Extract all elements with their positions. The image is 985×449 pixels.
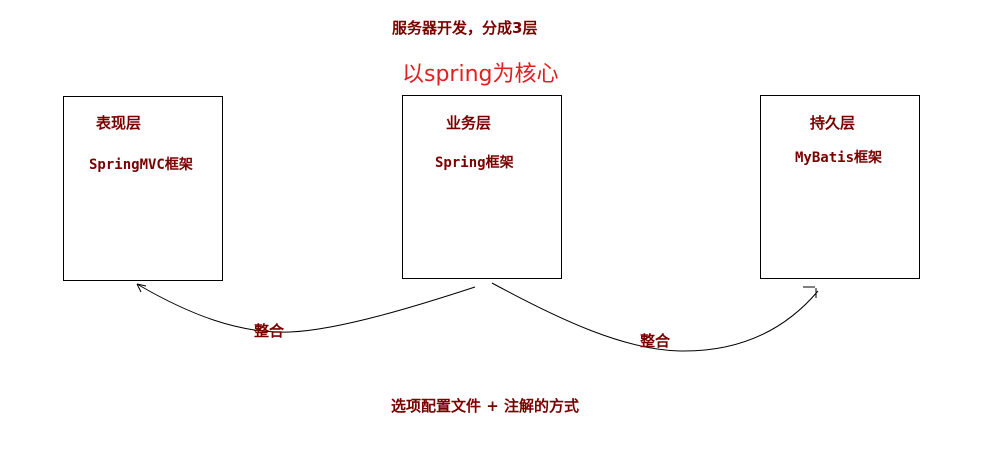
presentation-layer-name: 表现层 (96, 114, 142, 132)
business-layer-box (402, 95, 562, 279)
diagram-title: 服务器开发，分成3层 (392, 19, 538, 37)
integration-arrowhead-right (803, 286, 817, 298)
integration-label-right: 整合 (640, 332, 671, 350)
integration-curve-left (136, 283, 476, 333)
integration-arrowhead-left (136, 283, 147, 293)
integration-label-left: 整合 (254, 322, 285, 340)
persistence-layer-framework: MyBatis框架 (795, 150, 883, 166)
footer-note: 选项配置文件 + 注解的方式 (391, 397, 580, 415)
presentation-layer-box (63, 96, 223, 281)
business-layer-framework: Spring框架 (435, 155, 514, 171)
integration-curve-right (491, 282, 819, 352)
presentation-layer-framework: SpringMVC框架 (89, 157, 193, 173)
business-layer-name: 业务层 (446, 114, 492, 132)
persistence-layer-name: 持久层 (810, 114, 856, 132)
core-note: 以spring为核心 (402, 62, 559, 87)
persistence-layer-box (760, 95, 920, 279)
